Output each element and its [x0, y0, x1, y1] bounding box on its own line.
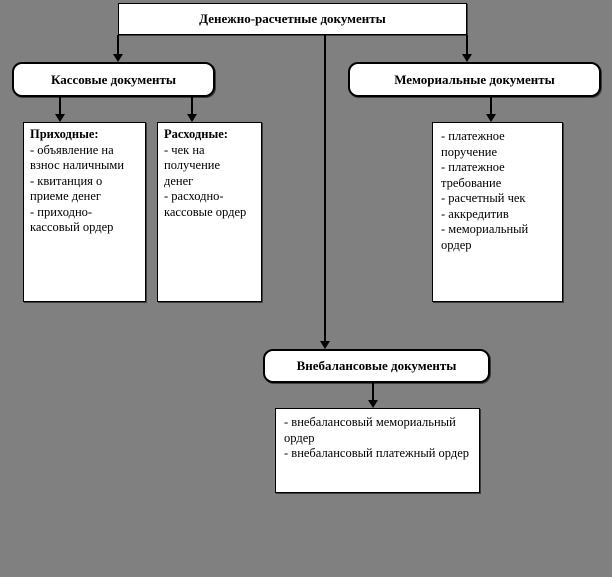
- node-root: Денежно-расчетные документы: [118, 3, 467, 35]
- node-memorial-documents: Мемориальные документы: [348, 62, 601, 97]
- arrowhead-down-icon: [368, 400, 378, 408]
- arrowhead-down-icon: [320, 341, 330, 349]
- arrowhead-down-icon: [462, 54, 472, 62]
- list-item: - чек на получение денег: [164, 142, 221, 188]
- list-item: - расходно-кассовые ордер: [164, 189, 247, 219]
- connector-line: [466, 35, 468, 54]
- arrowhead-down-icon: [55, 114, 65, 122]
- node-memorial-label: Мемориальные документы: [394, 71, 555, 87]
- list-offbalance-documents: - внебалансовый мемориальный ордер - вне…: [275, 408, 480, 493]
- list-item: - внебалансовый платежный ордер: [284, 446, 470, 460]
- connector-line: [372, 383, 374, 400]
- list-item: - платежное поручение: [441, 129, 505, 159]
- node-offbalance-documents: Внебалансовые документы: [263, 349, 490, 383]
- list-memorial-documents: - платежное поручение - платежное требов…: [432, 122, 563, 302]
- arrowhead-down-icon: [187, 114, 197, 122]
- list-item: - квитанция о приеме денег: [30, 173, 103, 204]
- list-outgoing-title: Расходные:: [164, 127, 228, 141]
- node-cash-label: Кассовые документы: [50, 71, 177, 87]
- list-item: - платежное требование: [441, 160, 505, 190]
- list-cash-outgoing: Расходные: - чек на получение денег - ра…: [157, 122, 262, 302]
- list-item: - расчетный чек: [441, 191, 526, 205]
- list-item: - внебалансовый мемориальный ордер: [284, 415, 456, 445]
- list-item: - приходно-кассовый ордер: [30, 204, 114, 235]
- node-offbalance-label: Внебалансовые документы: [296, 358, 457, 373]
- arrowhead-down-icon: [113, 54, 123, 62]
- list-cash-incoming: Приходные: - объявление на взнос наличны…: [23, 122, 146, 302]
- connector-line: [59, 97, 61, 114]
- connector-line: [490, 97, 492, 114]
- node-root-label: Денежно-расчетные документы: [199, 11, 386, 26]
- arrowhead-down-icon: [486, 114, 496, 122]
- list-item: - объявление на взнос наличными: [30, 142, 125, 173]
- list-item: - мемориальный ордер: [441, 222, 529, 252]
- connector-line: [324, 35, 326, 341]
- connector-line: [117, 35, 119, 54]
- node-cash-documents: Кассовые документы: [12, 62, 215, 97]
- list-incoming-title: Приходные:: [30, 127, 99, 141]
- list-item: - аккредитив: [441, 206, 509, 221]
- connector-line: [191, 97, 193, 114]
